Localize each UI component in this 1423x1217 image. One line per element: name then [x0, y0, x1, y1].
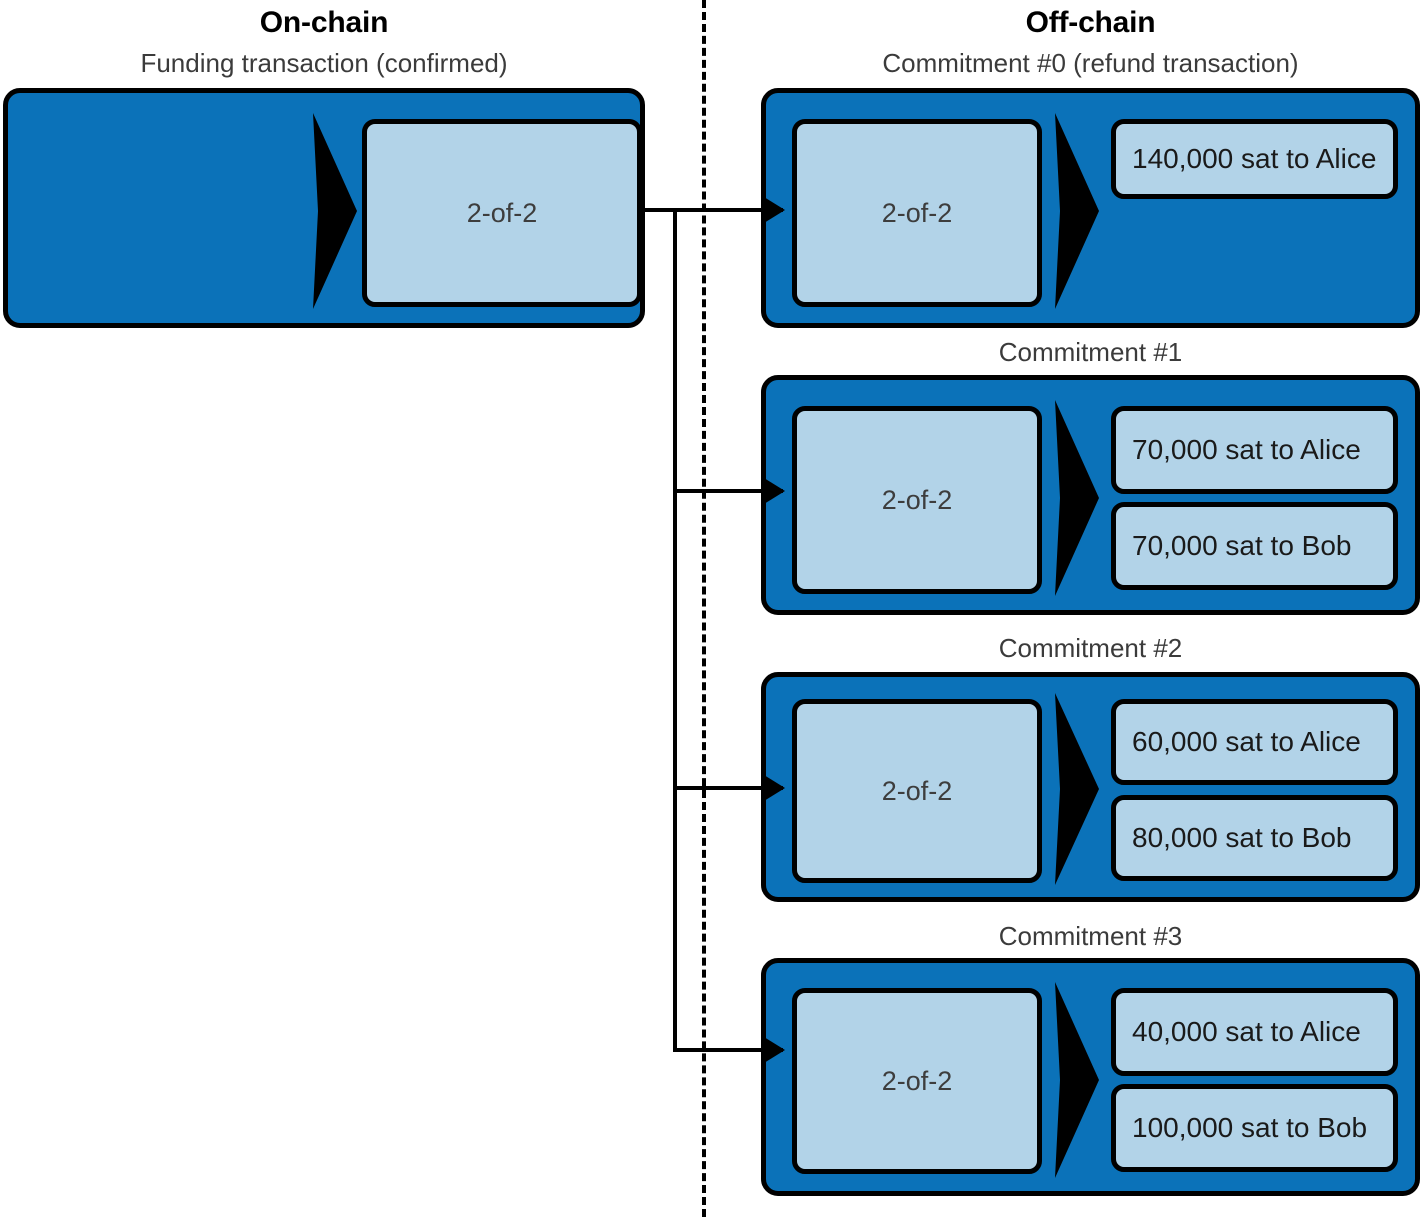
commitment-1-wedge-icon: [1051, 398, 1103, 598]
connector-trunk-vertical: [673, 208, 677, 1050]
connector-to-commitment-2: [673, 786, 783, 790]
funding-transaction-box: 2-of-2: [3, 88, 645, 328]
connector-funding-to-trunk: [645, 208, 677, 212]
commitment-0-input-2of2: 2-of-2: [792, 119, 1042, 307]
commitment-2-box: 2-of-2 60,000 sat to Alice 80,000 sat to…: [761, 672, 1420, 902]
commitment-0-caption: Commitment #0 (refund transaction): [882, 48, 1299, 78]
commitment-3-wedge-icon: [1051, 980, 1103, 1180]
arrowhead-commitment-3: [764, 1037, 785, 1063]
offchain-column-title: Off-chain: [1025, 6, 1156, 39]
commitment-1-box: 2-of-2 70,000 sat to Alice 70,000 sat to…: [761, 375, 1420, 615]
connector-to-commitment-3: [673, 1048, 783, 1052]
funding-wedge-icon: [309, 111, 361, 311]
commitment-3-output-0: 40,000 sat to Alice: [1111, 988, 1398, 1076]
commitment-0-output-0: 140,000 sat to Alice: [1111, 119, 1398, 199]
commitment-2-input-2of2: 2-of-2: [792, 699, 1042, 883]
commitment-1-caption: Commitment #1: [998, 337, 1183, 367]
commitment-0-wedge-icon: [1051, 111, 1103, 311]
commitment-1-output-1: 70,000 sat to Bob: [1111, 502, 1398, 590]
commitment-1-input-2of2: 2-of-2: [792, 406, 1042, 594]
funding-input-2of2: 2-of-2: [362, 119, 642, 307]
onchain-column-title: On-chain: [259, 6, 389, 39]
commitment-1-output-0: 70,000 sat to Alice: [1111, 406, 1398, 494]
commitment-2-wedge-icon: [1051, 691, 1103, 887]
connector-to-commitment-1: [673, 489, 783, 493]
commitment-2-caption: Commitment #2: [998, 633, 1183, 663]
commitment-3-caption: Commitment #3: [998, 921, 1183, 951]
commitment-2-output-0: 60,000 sat to Alice: [1111, 699, 1398, 785]
arrowhead-commitment-0: [764, 197, 785, 223]
commitment-0-box: 2-of-2 140,000 sat to Alice: [761, 88, 1420, 328]
connector-to-commitment-0: [673, 208, 783, 212]
commitment-3-input-2of2: 2-of-2: [792, 988, 1042, 1174]
arrowhead-commitment-1: [764, 478, 785, 504]
commitment-2-output-1: 80,000 sat to Bob: [1111, 795, 1398, 881]
commitment-3-output-1: 100,000 sat to Bob: [1111, 1084, 1398, 1172]
onchain-offchain-divider: [702, 0, 706, 1217]
arrowhead-commitment-2: [764, 775, 785, 801]
commitment-3-box: 2-of-2 40,000 sat to Alice 100,000 sat t…: [761, 958, 1420, 1196]
funding-transaction-caption: Funding transaction (confirmed): [140, 48, 508, 78]
